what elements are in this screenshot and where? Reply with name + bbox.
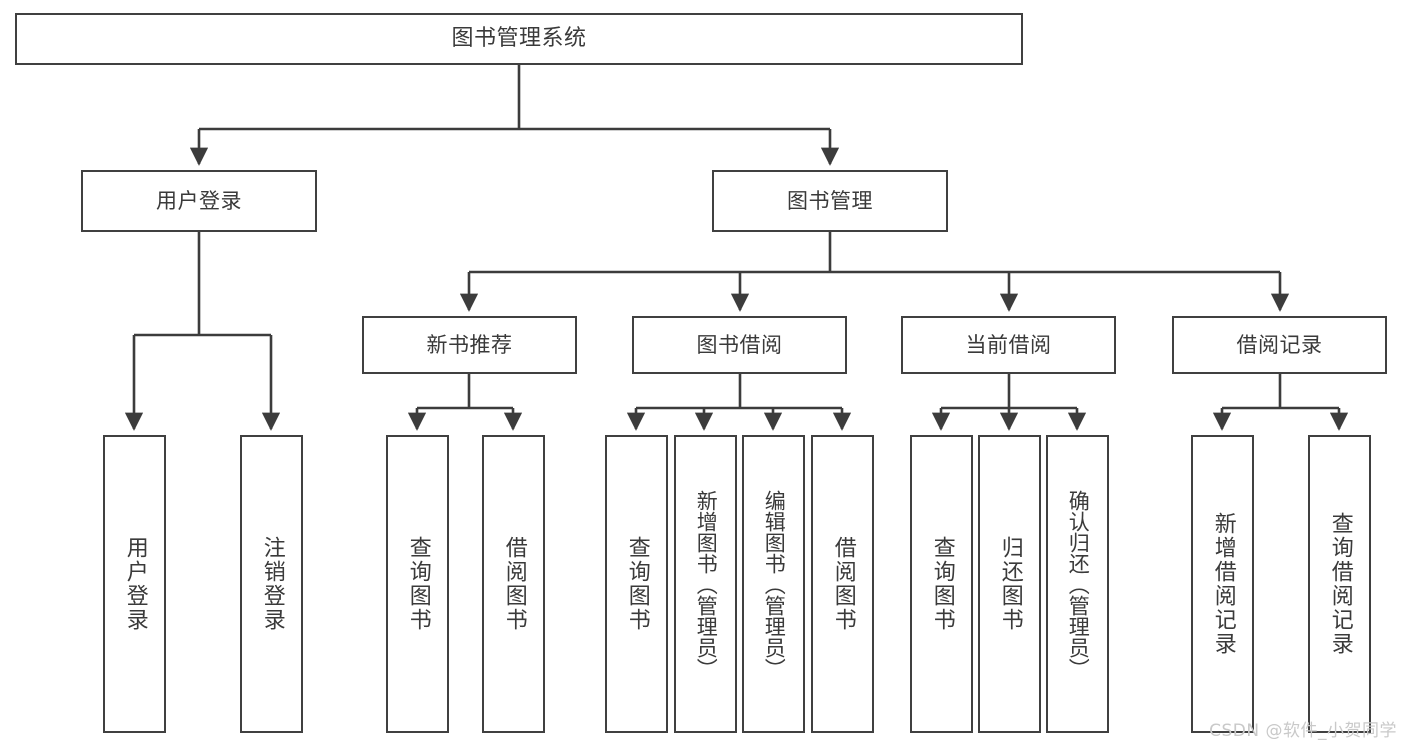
node-leaf-add-borrow-record[interactable]: 新增借阅记录 xyxy=(1191,435,1254,733)
node-current-borrow-label: 当前借阅 xyxy=(965,332,1052,357)
node-user-login[interactable]: 用户登录 xyxy=(81,170,317,232)
node-leaf-add-book[interactable]: 新增图书（管理员） xyxy=(674,435,737,733)
node-book-manage-label: 图书管理 xyxy=(787,188,873,213)
node-root-label: 图书管理系统 xyxy=(451,26,587,52)
node-book-manage[interactable]: 图书管理 xyxy=(712,170,948,232)
node-leaf-logout-label: 注销登录 xyxy=(259,536,285,632)
node-leaf-login-label: 用户登录 xyxy=(122,536,148,632)
node-leaf-borrow-book-1[interactable]: 借阅图书 xyxy=(482,435,545,733)
node-current-borrow[interactable]: 当前借阅 xyxy=(901,316,1116,374)
node-root[interactable]: 图书管理系统 xyxy=(15,13,1023,65)
node-leaf-return-book[interactable]: 归还图书 xyxy=(978,435,1041,733)
node-leaf-add-book-label: 新增图书（管理员） xyxy=(694,489,719,679)
node-leaf-query-borrow-record-label: 查询借阅记录 xyxy=(1327,512,1353,656)
node-leaf-query-book-1-label: 查询图书 xyxy=(405,536,431,632)
node-leaf-confirm-return[interactable]: 确认归还（管理员） xyxy=(1046,435,1109,733)
node-user-login-label: 用户登录 xyxy=(156,188,242,213)
node-leaf-edit-book-label: 编辑图书（管理员） xyxy=(762,489,787,679)
node-leaf-borrow-book-2-label: 借阅图书 xyxy=(830,536,856,632)
node-leaf-query-borrow-record[interactable]: 查询借阅记录 xyxy=(1308,435,1371,733)
node-leaf-logout[interactable]: 注销登录 xyxy=(240,435,303,733)
node-leaf-return-book-label: 归还图书 xyxy=(997,536,1023,632)
node-leaf-query-book-1[interactable]: 查询图书 xyxy=(386,435,449,733)
node-leaf-edit-book[interactable]: 编辑图书（管理员） xyxy=(742,435,805,733)
node-leaf-borrow-book-2[interactable]: 借阅图书 xyxy=(811,435,874,733)
node-new-book-recommend-label: 新书推荐 xyxy=(426,332,513,357)
node-book-borrow[interactable]: 图书借阅 xyxy=(632,316,847,374)
node-leaf-login[interactable]: 用户登录 xyxy=(103,435,166,733)
node-leaf-add-borrow-record-label: 新增借阅记录 xyxy=(1210,512,1236,656)
node-leaf-query-book-2[interactable]: 查询图书 xyxy=(605,435,668,733)
node-book-borrow-label: 图书借阅 xyxy=(696,332,783,357)
node-leaf-query-book-3-label: 查询图书 xyxy=(929,536,955,632)
node-leaf-query-book-2-label: 查询图书 xyxy=(624,536,650,632)
csdn-watermark: CSDN @软件_小贺同学 xyxy=(1209,721,1397,741)
node-new-book-recommend[interactable]: 新书推荐 xyxy=(362,316,577,374)
node-leaf-borrow-book-1-label: 借阅图书 xyxy=(501,536,527,632)
node-leaf-confirm-return-label: 确认归还（管理员） xyxy=(1066,489,1091,679)
node-borrow-record[interactable]: 借阅记录 xyxy=(1172,316,1387,374)
node-leaf-query-book-3[interactable]: 查询图书 xyxy=(910,435,973,733)
node-borrow-record-label: 借阅记录 xyxy=(1236,332,1323,357)
